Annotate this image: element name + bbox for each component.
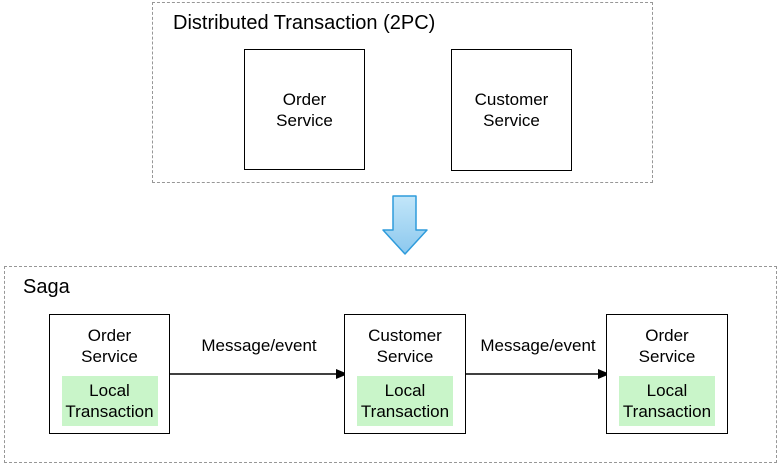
saga-order-service-box-1: Order Service Local Transaction	[49, 314, 170, 434]
distributed-transaction-title: Distributed Transaction (2PC)	[173, 12, 436, 34]
distributed-transaction-group: Distributed Transaction (2PC) Order Serv…	[152, 2, 653, 183]
saga-title: Saga	[23, 276, 70, 298]
service-label: Customer Service	[368, 326, 442, 366]
message-event-label-1: Message/event	[201, 336, 317, 355]
local-transaction-box: Local Transaction	[619, 376, 715, 426]
order-service-box-2pc: Order Service	[244, 49, 365, 170]
local-transaction-box: Local Transaction	[357, 376, 453, 426]
customer-service-label: Customer Service	[474, 90, 549, 130]
saga-customer-service-box: Customer Service Local Transaction	[344, 314, 466, 434]
order-service-label: Order Service	[276, 89, 333, 130]
customer-service-box-2pc: Customer Service	[451, 49, 572, 171]
service-label: Order Service	[81, 326, 138, 366]
arrow-right-icon	[466, 369, 610, 379]
service-label: Order Service	[638, 326, 696, 366]
down-arrow-icon	[382, 195, 428, 255]
arrow-right-icon	[170, 369, 348, 379]
message-event-label-2: Message/event	[480, 336, 596, 355]
local-transaction-box: Local Transaction	[61, 376, 158, 426]
saga-group: Saga Order Service Local Transaction Mes…	[4, 266, 777, 463]
saga-order-service-box-2: Order Service Local Transaction	[606, 314, 728, 434]
